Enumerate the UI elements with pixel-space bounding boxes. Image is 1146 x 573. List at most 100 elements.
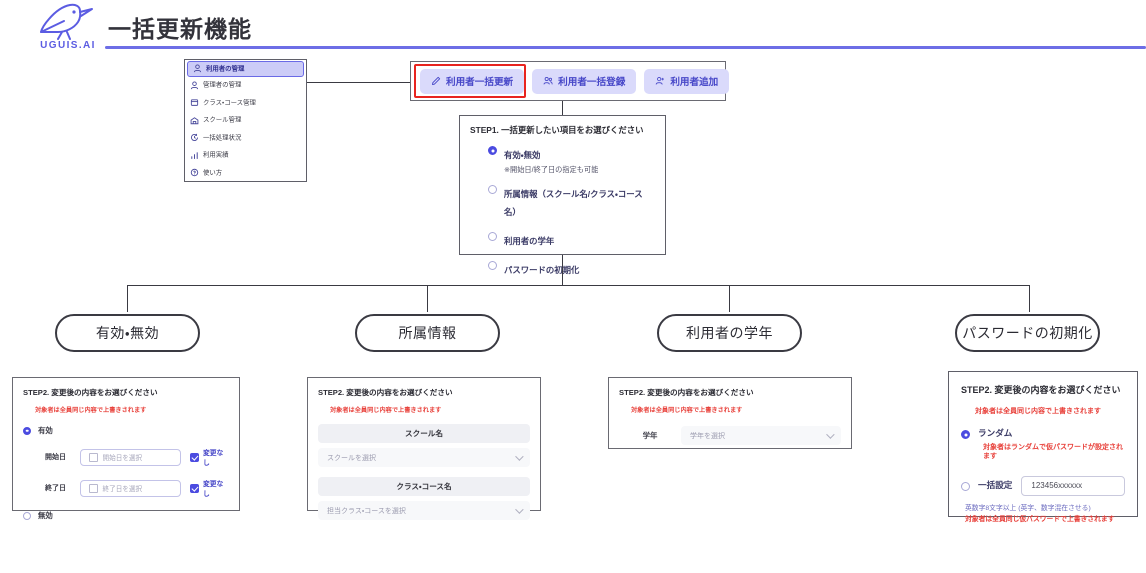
grade-row: 学年 学年を選択: [619, 426, 841, 445]
category-label: 利用者の学年: [686, 325, 773, 341]
sidebar-item-class-course-management[interactable]: クラス・コース管理: [185, 94, 306, 112]
radio-disabled-label: 無効: [38, 511, 53, 520]
password-random-note: 対象者はランダムで仮パスワードが設定されます: [983, 444, 1123, 460]
class-select-placeholder: 担当クラス・コースを選択: [327, 507, 406, 515]
sidebar-item-label: クラス・コース管理: [203, 99, 256, 107]
radio-icon[interactable]: [961, 481, 970, 491]
toolbar: 利用者一括更新 利用者一括登録 利用者追加: [410, 61, 730, 101]
end-no-change-label: 変更なし: [202, 481, 224, 498]
step2-card-password: STEP2. 変更後の内容をお選びください 対象者は全員同じ内容で上書きされます…: [948, 371, 1138, 523]
step1-option-enable-disable[interactable]: 有効・無効 ※開始日/終了日の指定も可能: [488, 145, 655, 175]
chevron-down-icon: [515, 504, 524, 514]
card-title: STEP2. 変更後の内容をお選びください: [318, 388, 453, 397]
radio-icon[interactable]: [23, 426, 31, 435]
sidebar-item-label: 管理者の管理: [203, 81, 242, 89]
end-date-row: 終了日 終了日を選択 変更なし: [45, 478, 229, 498]
card-title: STEP2. 変更後の内容をお選びください: [961, 385, 1121, 395]
bar-chart-icon: [190, 151, 199, 160]
step2-card-enable-disable: STEP2. 変更後の内容をお選びください 対象者は全員同じ内容で上書きされます…: [12, 377, 240, 520]
logo-text: UGUIS.AI: [40, 40, 96, 51]
sidebar-menu: 利用者の管理 管理者の管理 クラス・コース管理: [184, 59, 307, 182]
help-icon: [190, 168, 199, 177]
step1-option-affiliation[interactable]: 所属情報（スクール名/クラス・コース名）: [488, 184, 655, 220]
option-label: 有効・無効: [504, 150, 541, 160]
option-note: ※開始日/終了日の指定も可能: [504, 165, 599, 174]
card-warning: 対象者は全員同じ内容で上書きされます: [975, 408, 1101, 415]
step2-card-grade: STEP2. 変更後の内容をお選びください 対象者は全員同じ内容で上書きされます…: [608, 377, 852, 449]
password-bulk-row: 一括設定 123456xxxxxx: [961, 475, 1125, 496]
grade-select[interactable]: 学年を選択: [681, 426, 841, 445]
category-label: 所属情報: [398, 325, 457, 341]
password-random-label: ランダム: [978, 428, 1013, 438]
page-title: 一括更新機能: [108, 16, 252, 42]
sidebar-item-user-management[interactable]: 利用者の管理: [187, 61, 304, 77]
sidebar-item-label: 利用実績: [203, 151, 229, 159]
grade-select-placeholder: 学年を選択: [690, 432, 725, 440]
add-user-button[interactable]: 利用者追加: [644, 68, 730, 94]
start-no-change-label: 変更なし: [202, 450, 224, 467]
category-box-grade: 利用者の学年: [657, 314, 802, 352]
radio-icon[interactable]: [23, 511, 31, 520]
window-icon: [190, 98, 199, 107]
card-warning: 対象者は全員同じ内容で上書きされます: [631, 407, 743, 414]
bulk-update-button[interactable]: 利用者一括更新: [420, 68, 525, 94]
step2-card-affiliation: STEP2. 変更後の内容をお選びください 対象者は全員同じ内容で上書きされます…: [307, 377, 541, 520]
clock-icon: [190, 133, 199, 142]
bulk-register-label: 利用者一括登録: [558, 77, 626, 88]
sidebar-item-label: 一括処理状況: [203, 134, 242, 142]
radio-disabled-row[interactable]: 無効: [23, 510, 229, 521]
chevron-down-icon: [515, 451, 524, 461]
radio-icon[interactable]: [488, 146, 497, 155]
person-icon: [190, 81, 199, 90]
sidebar-item-how-to-use[interactable]: 使い方: [185, 164, 306, 182]
category-box-password-reset: パスワードの初期化: [955, 314, 1100, 352]
option-label: パスワードの初期化: [504, 264, 580, 275]
category-box-affiliation: 所属情報: [355, 314, 500, 352]
sidebar-item-label: スクール管理: [203, 116, 242, 124]
start-date-input[interactable]: 開始日を選択: [79, 448, 181, 466]
end-date-label: 終了日: [45, 485, 66, 492]
end-no-change-checkbox[interactable]: [189, 483, 199, 493]
radio-icon[interactable]: [961, 430, 970, 439]
card-warning: 対象者は全員同じ内容で上書きされます: [330, 407, 442, 414]
start-date-label: 開始日: [45, 454, 66, 461]
step1-option-grade[interactable]: 利用者の学年: [488, 231, 655, 249]
category-box-enable-disable: 有効・無効: [55, 314, 200, 352]
sidebar-item-usage-report[interactable]: 利用実績: [185, 147, 306, 165]
school-select[interactable]: スクールを選択: [318, 448, 530, 467]
password-hint-warning: 対象者は全員同じ仮パスワードで上書きされます: [965, 515, 1115, 523]
password-bulk-label: 一括設定: [978, 480, 1013, 491]
start-no-change-checkbox[interactable]: [189, 452, 199, 462]
radio-icon[interactable]: [488, 184, 497, 194]
school-select-placeholder: スクールを選択: [327, 454, 376, 462]
sidebar-item-admin-management[interactable]: 管理者の管理: [185, 77, 306, 95]
radio-icon[interactable]: [488, 260, 497, 270]
step1-option-password-reset[interactable]: パスワードの初期化: [488, 260, 655, 278]
start-date-placeholder: 開始日を選択: [102, 455, 143, 462]
person-add-icon: [655, 76, 665, 86]
end-date-input[interactable]: 終了日を選択: [79, 479, 181, 497]
people-icon: [543, 76, 553, 86]
header-divider: [105, 46, 1146, 49]
sidebar-item-label: 使い方: [203, 169, 223, 177]
sidebar-item-bulk-status[interactable]: 一括処理状況: [185, 129, 306, 147]
class-select[interactable]: 担当クラス・コースを選択: [318, 501, 530, 520]
card-title: STEP2. 変更後の内容をお選びください: [619, 388, 754, 397]
bulk-register-button[interactable]: 利用者一括登録: [532, 68, 637, 94]
category-label: パスワードの初期化: [962, 325, 1093, 341]
radio-enabled-row[interactable]: 有効: [23, 425, 229, 436]
password-hint: 英数字8文字以上 (英字、数字混在させる): [965, 504, 1091, 512]
bird-icon: [36, 2, 98, 40]
sidebar-item-school-management[interactable]: スクール管理: [185, 112, 306, 130]
password-input[interactable]: 123456xxxxxx: [1021, 475, 1125, 496]
option-label: 利用者の学年: [504, 235, 555, 246]
password-random-row[interactable]: ランダム: [961, 429, 1125, 439]
radio-icon[interactable]: [488, 231, 497, 241]
end-date-placeholder: 終了日を選択: [102, 486, 143, 493]
tree-connectors: [0, 255, 1146, 315]
logo: UGUIS.AI: [22, 2, 114, 56]
pencil-icon: [431, 76, 441, 86]
step1-panel: STEP1. 一括更新したい項目をお選びください 有効・無効 ※開始日/終了日の…: [459, 115, 666, 275]
option-label: 所属情報（スクール名/クラス・コース名）: [504, 188, 643, 217]
